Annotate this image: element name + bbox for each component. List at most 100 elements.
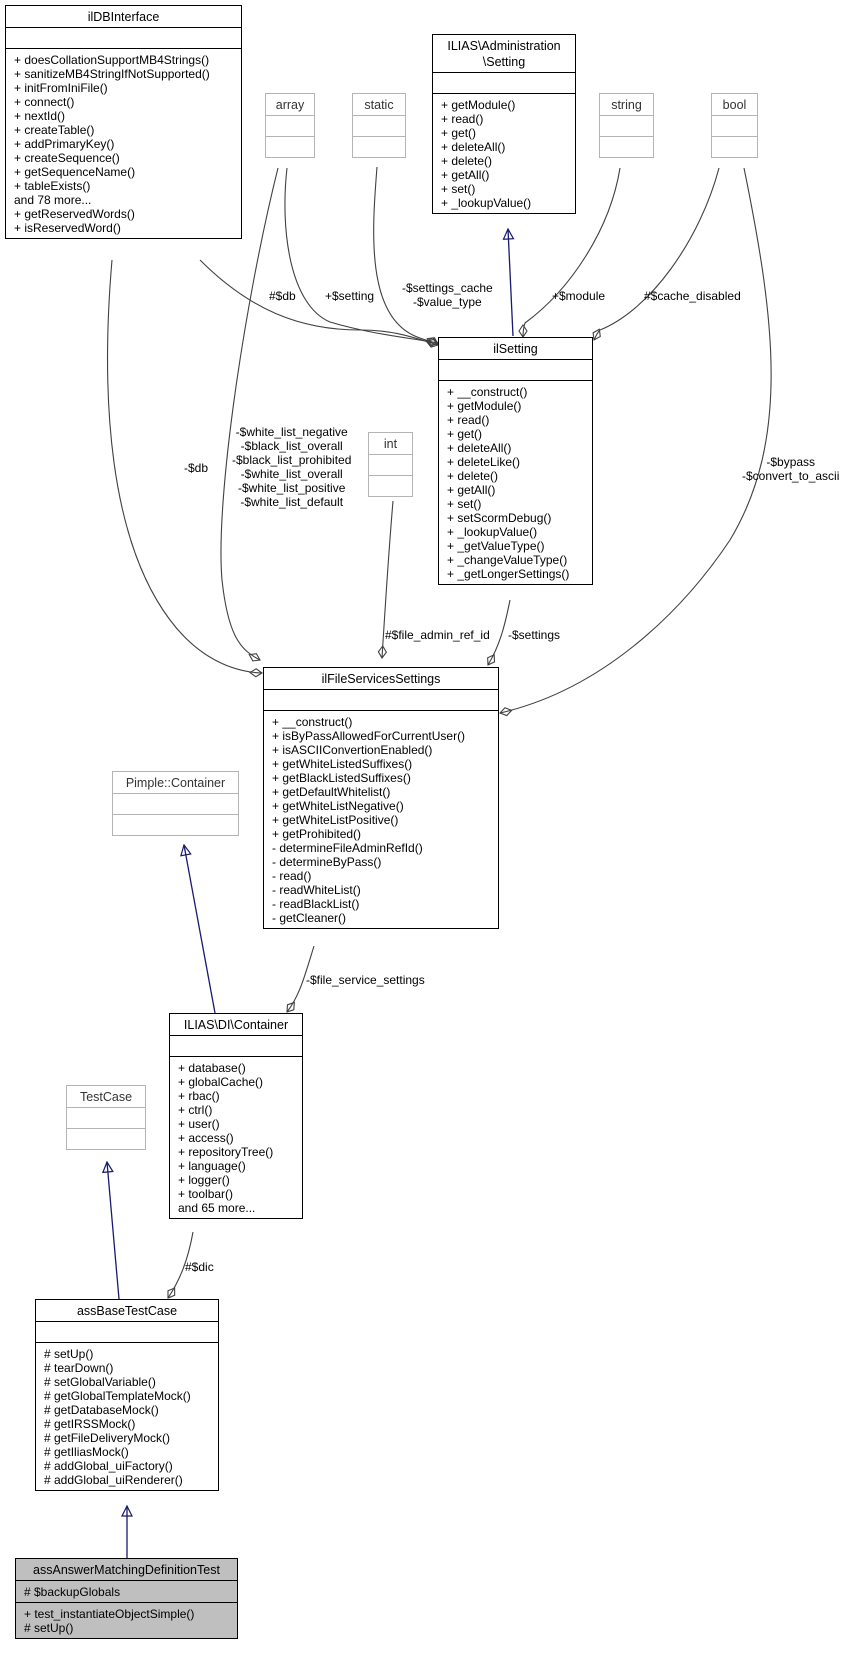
class-attributes xyxy=(369,455,412,476)
class-operations xyxy=(712,137,757,157)
class-attributes xyxy=(433,73,575,94)
class-title: ILIAS\DI\Container xyxy=(170,1014,302,1036)
class-operation: and 65 more... xyxy=(178,1201,256,1215)
class-operation: + getWhiteListedSuffixes() xyxy=(272,757,413,771)
class-ilfileservicessettings[interactable]: ilFileServicesSettings+ __construct()+ i… xyxy=(263,667,499,929)
edge-bool-to-setting xyxy=(592,167,720,341)
class-operation: + database() xyxy=(178,1061,246,1075)
class-ilsetting[interactable]: ilSetting + __construct()+ getModule()+ r… xyxy=(438,337,593,585)
class-operation: + createTable() xyxy=(14,123,95,137)
class-attributes xyxy=(439,360,592,381)
class-array[interactable]: array xyxy=(265,93,315,158)
class-ilias-administration-setting[interactable]: ILIAS\Administration \Setting + getModule… xyxy=(432,34,576,214)
class-title: Pimple::Container xyxy=(113,772,238,794)
class-operation: + _lookupValue() xyxy=(447,525,538,539)
class-operation: + repositoryTree() xyxy=(178,1145,274,1159)
class-operation: - readWhiteList() xyxy=(272,883,361,897)
class-title: ILIAS\Administration \Setting xyxy=(433,35,575,73)
class-operation: - readBlackList() xyxy=(272,897,360,911)
class-operation: + logger() xyxy=(178,1173,230,1187)
class-operation: + sanitizeMB4StringIfNotSupported() xyxy=(14,67,210,81)
class-operation: + getBlackListedSuffixes() xyxy=(272,771,411,785)
class-title: int xyxy=(369,433,412,455)
edge-label-dic: #$dic xyxy=(185,1260,214,1274)
class-operations: + __construct()+ isByPassAllowedForCurre… xyxy=(264,711,498,928)
class-ildbinterface[interactable]: ilDBInterface+ doesCollationSupportMB4St… xyxy=(5,5,242,239)
edge-label-setting-setting: +$setting xyxy=(325,289,375,303)
class-operations xyxy=(600,137,653,157)
class-operation: + getWhiteListPositive() xyxy=(272,813,399,827)
class-operation: # setUp() xyxy=(24,1621,74,1635)
class-int[interactable]: int xyxy=(368,432,413,497)
class-operation: + getProhibited() xyxy=(272,827,362,841)
edge-label-module: +$module xyxy=(552,289,606,303)
class-attributes xyxy=(67,1108,145,1129)
class-string[interactable]: string xyxy=(599,93,654,158)
class-operation: + delete() xyxy=(441,154,493,168)
class-attributes xyxy=(36,1322,218,1343)
class-operations: + test_instantiateObjectSimple()# setUp(… xyxy=(16,1603,237,1638)
class-attribute: # $backupGlobals xyxy=(24,1585,121,1599)
class-attributes xyxy=(712,116,757,137)
class-operation: + getAll() xyxy=(441,168,490,182)
edge-setting-inherits-admin-setting xyxy=(508,229,513,337)
edge-int-to-fss xyxy=(377,500,394,659)
class-operation: + __construct() xyxy=(272,715,353,729)
edge-label-db-setting: #$db xyxy=(269,289,296,303)
class-operations: + getModule()+ read()+ get()+ deleteAll(… xyxy=(433,94,575,213)
class-pimple-container[interactable]: Pimple::Container xyxy=(112,771,239,836)
class-operation: - determineByPass() xyxy=(272,855,382,869)
class-operation: + getAll() xyxy=(447,483,496,497)
class-assbasetestcase[interactable]: assBaseTestCase# setUp()# tearDown()# se… xyxy=(35,1299,219,1491)
class-operations xyxy=(353,137,405,157)
class-operation: # getIliasMock() xyxy=(44,1445,129,1459)
class-operation: + test_instantiateObjectSimple() xyxy=(24,1607,195,1621)
class-operation: + isByPassAllowedForCurrentUser() xyxy=(272,729,466,743)
class-title: ilFileServicesSettings xyxy=(264,668,498,690)
class-testcase[interactable]: TestCase xyxy=(66,1085,146,1150)
class-title: bool xyxy=(712,94,757,116)
class-operation: + get() xyxy=(441,126,477,140)
class-operations: + database()+ globalCache()+ rbac()+ ctr… xyxy=(170,1057,302,1218)
class-operation: + read() xyxy=(447,413,490,427)
edge-string-to-setting xyxy=(518,167,621,338)
class-operation: and 78 more... xyxy=(14,193,92,207)
class-operation: + access() xyxy=(178,1131,234,1145)
class-operation: - determineFileAdminRefId() xyxy=(272,841,423,855)
class-operation: + nextId() xyxy=(14,109,66,123)
class-static[interactable]: static xyxy=(352,93,406,158)
edge-label-cache-disabled: #$cache_disabled xyxy=(644,289,741,303)
class-operation: + set() xyxy=(447,497,482,511)
edge-dbinterface-to-fss xyxy=(107,259,263,678)
class-operation: + doesCollationSupportMB4Strings() xyxy=(14,53,210,67)
class-operation: + _lookupValue() xyxy=(441,196,532,210)
class-operation: + setScormDebug() xyxy=(447,511,552,525)
class-operation: + getModule() xyxy=(441,98,516,112)
class-ilias-di-container[interactable]: ILIAS\DI\Container + database()+ globalCa… xyxy=(169,1013,303,1219)
edge-bool-to-fss xyxy=(499,167,772,717)
class-title: assAnswerMatchingDefinitionTest xyxy=(16,1559,237,1581)
edge-basetestcase-inherits-testcase xyxy=(107,1162,120,1300)
class-operation: + getDefaultWhitelist() xyxy=(272,785,391,799)
class-operations: + __construct()+ getModule()+ read()+ ge… xyxy=(439,381,592,584)
edge-dicontainer-to-basetestcase xyxy=(167,1231,194,1299)
class-operation: + set() xyxy=(441,182,476,196)
class-attributes xyxy=(266,116,314,137)
edge-array-to-fss xyxy=(220,167,279,662)
class-assanswermatchingdefinitiontest[interactable]: assAnswerMatchingDefinitionTest # $backup… xyxy=(15,1558,238,1639)
class-attributes xyxy=(113,794,238,815)
class-title: ilSetting xyxy=(439,338,592,360)
class-title: TestCase xyxy=(67,1086,145,1108)
class-operation: # getGlobalTemplateMock() xyxy=(44,1389,191,1403)
class-operation: # getDatabaseMock() xyxy=(44,1403,159,1417)
edge-label-db-fss: -$db xyxy=(184,461,209,475)
class-operation: + isASCIIConvertionEnabled() xyxy=(272,743,433,757)
class-bool[interactable]: bool xyxy=(711,93,758,158)
class-operation: # setUp() xyxy=(44,1347,94,1361)
edge-fss-to-dicontainer xyxy=(286,945,315,1013)
edge-label-white-black-lists: -$white_list_negative -$black_list_overa… xyxy=(232,425,352,509)
class-operation: + delete() xyxy=(447,469,499,483)
class-operations: # setUp()# tearDown()# setGlobalVariable… xyxy=(36,1343,218,1490)
